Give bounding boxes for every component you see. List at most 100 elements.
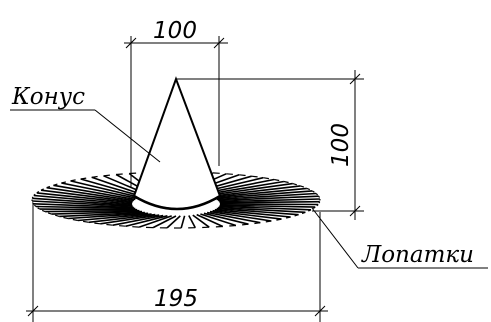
- blade-line: [100, 214, 160, 225]
- blade-line: [39, 208, 138, 211]
- blade-tip: [70, 179, 76, 182]
- blade-line: [68, 212, 149, 220]
- blade-line: [212, 209, 282, 220]
- blade-line: [88, 213, 156, 224]
- blade-tip: [318, 201, 321, 204]
- blade-tip: [55, 214, 60, 217]
- blade-line: [219, 205, 312, 211]
- blade-tip: [36, 191, 40, 194]
- blade-tip: [31, 196, 34, 199]
- blade-tip: [47, 212, 52, 215]
- blade-tip: [254, 222, 261, 225]
- blade-tip: [242, 223, 249, 226]
- blade-line: [33, 203, 134, 209]
- blade-tip: [300, 185, 305, 188]
- blade-tip: [33, 193, 36, 196]
- blade-tip: [315, 193, 319, 196]
- blade-line: [219, 200, 320, 204]
- blade-tip: [103, 174, 110, 177]
- blade-line: [219, 204, 316, 208]
- blade-line: [218, 195, 319, 202]
- blade-line: [80, 178, 143, 198]
- blade-line: [192, 214, 210, 228]
- blade-line: [112, 214, 164, 226]
- dimension-height-label: 100: [328, 123, 354, 167]
- blade-line: [46, 186, 135, 202]
- dimension-base-width-label: 195: [154, 286, 198, 312]
- blade-line: [125, 215, 168, 227]
- blade-tip: [37, 207, 41, 210]
- blade-line: [77, 213, 152, 222]
- dimension-top-width-label: 100: [153, 18, 197, 44]
- blade-tip: [312, 206, 316, 209]
- blade-tip: [273, 178, 280, 182]
- blade-tip: [106, 223, 113, 226]
- blade-tip: [63, 216, 69, 220]
- blade-tip: [251, 175, 258, 178]
- blade-tip: [116, 173, 123, 176]
- cone-label-group: Конус: [10, 84, 161, 163]
- blade-line: [218, 206, 306, 214]
- blade-line: [152, 215, 177, 229]
- blade-line: [212, 187, 307, 199]
- blade-tip: [306, 187, 311, 191]
- blades-label-group: Лопатки: [311, 207, 488, 269]
- dimension-height: 100: [176, 70, 364, 220]
- blade-line: [36, 192, 133, 204]
- cone-body: [132, 76, 222, 211]
- blade-tip: [46, 185, 51, 189]
- blade-tip: [40, 188, 44, 191]
- blade-tip: [83, 220, 89, 223]
- blade-tip: [53, 183, 58, 186]
- blade-tip: [33, 204, 37, 207]
- blade-line: [196, 213, 224, 228]
- blade-line: [206, 182, 293, 197]
- blade-tip: [226, 173, 233, 175]
- blade-tip: [265, 220, 272, 223]
- blade-line: [203, 212, 249, 225]
- blade-fan: [31, 171, 321, 229]
- blade-line: [59, 211, 145, 218]
- blade-line: [200, 213, 237, 227]
- blade-line: [51, 210, 143, 215]
- blade-line: [214, 190, 313, 200]
- blade-tip: [311, 190, 315, 193]
- blade-tip: [318, 195, 321, 198]
- blade-line: [209, 185, 301, 198]
- blade-tip: [285, 216, 291, 219]
- blade-tip: [61, 181, 67, 184]
- blade-line: [53, 184, 136, 201]
- blade-line: [219, 203, 319, 206]
- blade-tip: [229, 224, 236, 227]
- blade-line: [32, 200, 133, 208]
- blade-line: [180, 215, 186, 229]
- blade-tip: [239, 174, 246, 177]
- blade-tip: [283, 180, 289, 184]
- blade-tip: [94, 222, 101, 225]
- blade-tip: [263, 177, 269, 180]
- blade-line: [138, 215, 172, 228]
- blades-label: Лопатки: [361, 242, 474, 268]
- blade-line: [216, 192, 317, 201]
- blade-line: [35, 205, 136, 210]
- blade-tip: [294, 214, 299, 217]
- cone-label: Конус: [11, 84, 85, 110]
- blade-tip: [301, 211, 306, 215]
- blade-tip: [292, 183, 297, 186]
- blade-line: [216, 207, 299, 216]
- dimension-top-width: 100: [124, 18, 228, 188]
- blade-tip: [119, 225, 126, 227]
- blade-line: [214, 208, 291, 218]
- blade-line: [45, 209, 140, 213]
- blade-line: [206, 211, 261, 224]
- blade-line: [166, 215, 181, 229]
- blade-line: [188, 215, 197, 229]
- blade-line: [61, 182, 138, 200]
- blade-tip: [276, 218, 282, 221]
- blade-line: [40, 189, 133, 203]
- blade-tip: [316, 204, 319, 207]
- blade-line: [32, 197, 133, 206]
- blade-line: [209, 210, 272, 222]
- blade-tip: [41, 209, 46, 213]
